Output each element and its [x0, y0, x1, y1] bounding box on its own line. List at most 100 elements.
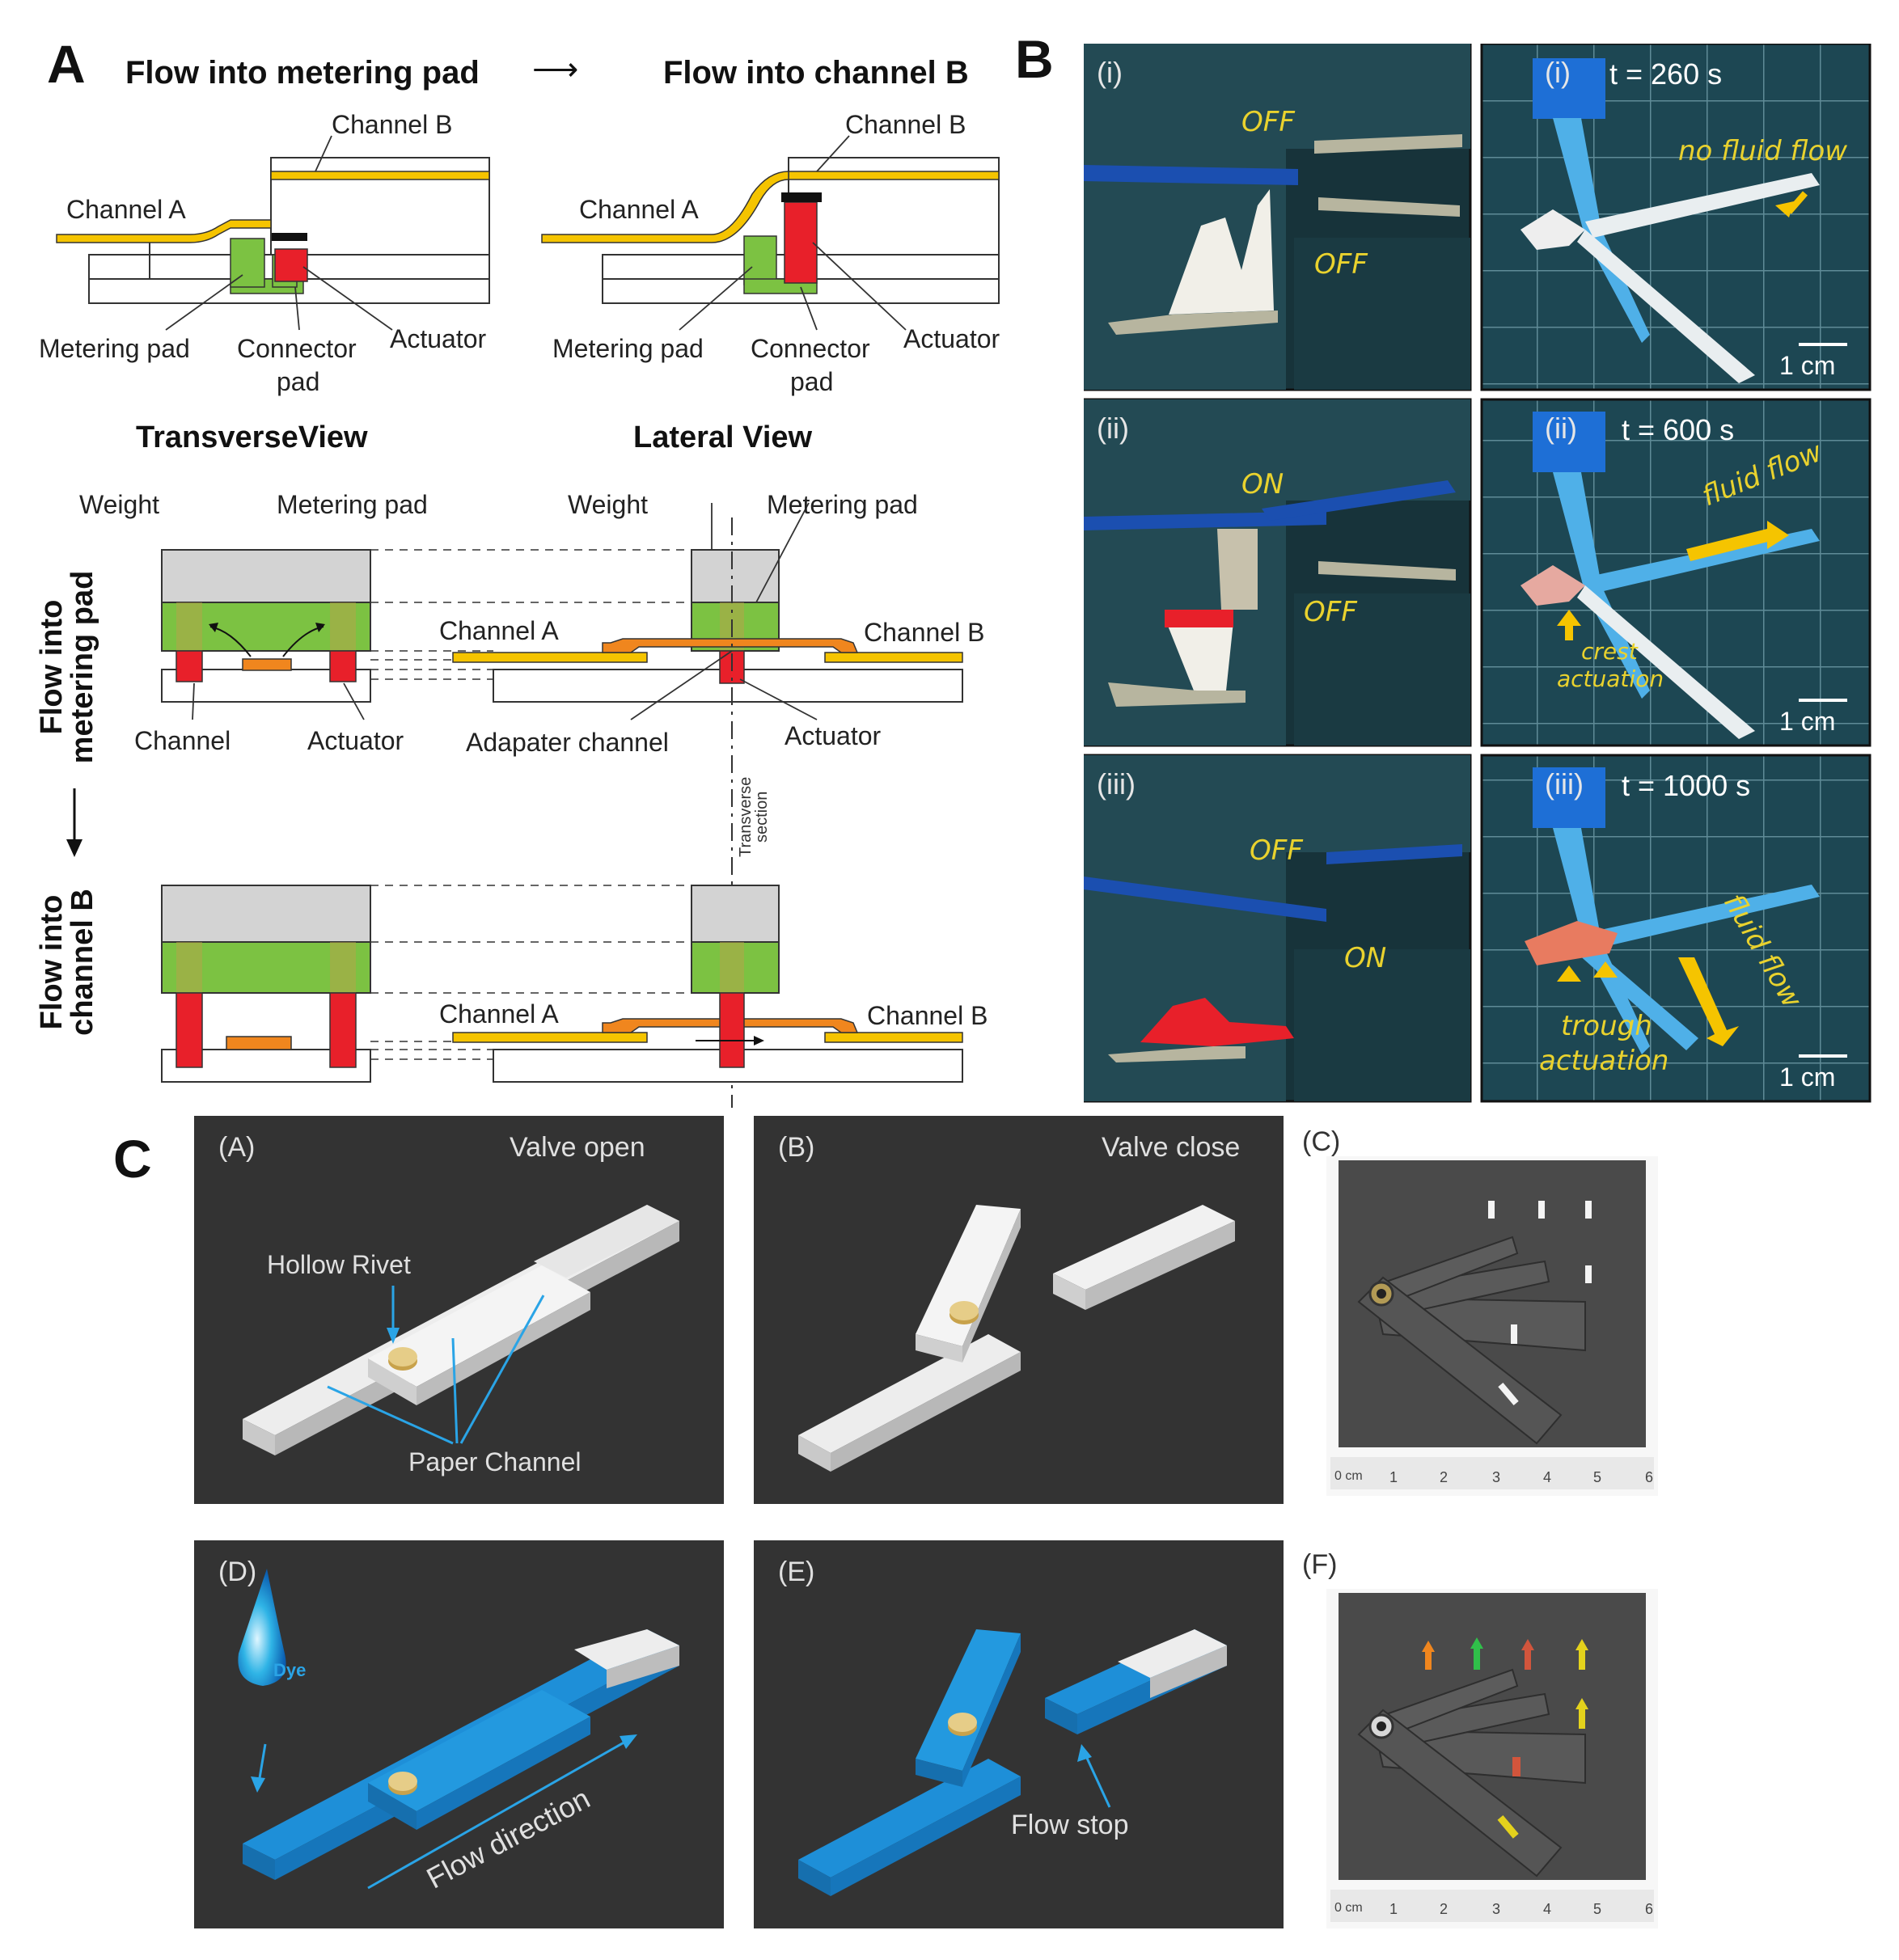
c-d-dye-label: Dye — [273, 1660, 307, 1680]
b-r3-roman-left: (iii) — [1097, 767, 1136, 800]
label-channel-b-2: Channel B — [845, 110, 966, 139]
lateral-view-2 — [452, 885, 963, 1083]
render-row-2 — [1084, 398, 1472, 747]
panel-a-schematic — [56, 135, 1000, 1108]
label-transverse-section: Transverse section — [737, 776, 771, 857]
label-actuator-2: Actuator — [903, 324, 1000, 353]
ruler-c-tick-6: 6 — [1645, 1469, 1654, 1485]
view-title-transverse: TransverseView — [136, 420, 368, 454]
b-r2-scale: 1 cm — [1779, 707, 1836, 736]
label-metering-pad-3: Metering pad — [277, 490, 428, 519]
lateral-view-1 — [452, 549, 963, 703]
c-a-rivet-label: Hollow Rivet — [267, 1250, 411, 1279]
c-a-letter: (A) — [218, 1132, 256, 1163]
b-r3-roman-right: (iii) — [1545, 767, 1584, 800]
b-r1-anno: no fluid flow — [1678, 135, 1848, 167]
ruler-f-unit: 0 cm — [1334, 1901, 1363, 1915]
label-actuator-3: Actuator — [307, 726, 404, 755]
label-weight-1: Weight — [79, 490, 160, 519]
b-r1-scale: 1 cm — [1779, 351, 1836, 380]
ruler-f-tick-5: 5 — [1593, 1901, 1602, 1917]
ruler-c-tick-2: 2 — [1440, 1469, 1449, 1485]
label-connector-1: Connector — [237, 334, 357, 363]
ruler-c-unit: 0 cm — [1334, 1469, 1363, 1483]
label-actuator-1: Actuator — [390, 324, 487, 353]
panel-c-b: (B) Valve close — [754, 1116, 1284, 1504]
ruler-f-tick-4: 4 — [1543, 1901, 1552, 1917]
b-r3-scale: 1 cm — [1779, 1062, 1836, 1092]
title-flow-into-metering-pad: Flow into metering pad — [125, 55, 480, 91]
b-r2-state1: ON — [1241, 468, 1284, 501]
c-d-letter: (D) — [218, 1557, 257, 1587]
ruler-c-tick-4: 4 — [1543, 1469, 1552, 1485]
photo-row-2 — [1480, 398, 1872, 747]
label-channel-b-1: Channel B — [332, 110, 453, 139]
c-b-letter: (B) — [778, 1132, 815, 1163]
c-a-title: Valve open — [510, 1132, 645, 1163]
panel-letter-b: B — [1015, 29, 1054, 89]
side-label-flow-into-metering-pad: Flow into metering pad — [35, 570, 99, 764]
flow-direction-illustration — [238, 1569, 679, 1890]
b-r3-time: t = 1000 s — [1622, 769, 1751, 802]
device-right — [541, 157, 1000, 304]
label-channel-a-3: Channel A — [439, 616, 559, 645]
ruler-f-tick-2: 2 — [1440, 1901, 1449, 1917]
label-weight-2: Weight — [568, 490, 649, 519]
ruler-c-tick-5: 5 — [1593, 1469, 1602, 1485]
b-r3-anno2-2: actuation — [1539, 1045, 1669, 1077]
panel-c-a: (A) Valve open Hollow Rivet Paper Channe… — [194, 1116, 724, 1504]
label-channel-a-1: Channel A — [66, 195, 186, 224]
label-channel-a-4: Channel A — [439, 999, 559, 1029]
b-r3-anno2-1: trough — [1561, 1010, 1652, 1042]
b-r2-state2: OFF — [1304, 596, 1357, 628]
render-row-1 — [1084, 44, 1472, 391]
ruler-c-tick-1: 1 — [1389, 1469, 1398, 1485]
b-r1-state1: OFF — [1241, 106, 1295, 138]
view-title-lateral: Lateral View — [633, 420, 813, 454]
device-photo-1 — [1326, 1156, 1658, 1496]
c-c-letter: (C) — [1302, 1126, 1341, 1157]
transverse-view-1 — [161, 549, 371, 703]
device-left — [56, 157, 490, 304]
label-channel-b-4: Channel B — [867, 1001, 988, 1030]
c-b-title: Valve close — [1102, 1132, 1241, 1163]
b-r1-state2: OFF — [1314, 248, 1368, 281]
label-metering-pad-4: Metering pad — [767, 490, 918, 519]
photo-row-3 — [1480, 754, 1872, 1103]
b-r2-roman-left: (ii) — [1097, 412, 1129, 445]
label-channel-b-3: Channel B — [864, 618, 985, 647]
b-r2-roman-right: (ii) — [1545, 412, 1577, 445]
ruler-f-tick-1: 1 — [1389, 1901, 1398, 1917]
b-r1-time: t = 260 s — [1609, 57, 1723, 91]
ruler-f-tick-6: 6 — [1645, 1901, 1654, 1917]
label-metering-pad-2: Metering pad — [552, 334, 704, 363]
render-row-3 — [1084, 754, 1472, 1103]
label-connector-2: Connector — [751, 334, 870, 363]
label-channel-a-2: Channel A — [579, 195, 699, 224]
ruler-f-tick-3: 3 — [1492, 1901, 1501, 1917]
c-e-letter: (E) — [778, 1557, 815, 1587]
b-r1-roman-left: (i) — [1097, 56, 1123, 89]
valve-close-illustration — [798, 1205, 1235, 1472]
b-r3-state2: ON — [1344, 942, 1387, 974]
c-f-letter: (F) — [1302, 1549, 1338, 1580]
b-r2-time: t = 600 s — [1622, 413, 1735, 446]
label-actuator-4: Actuator — [785, 721, 882, 750]
valve-open-illustration — [243, 1205, 679, 1455]
b-r3-state1: OFF — [1250, 834, 1303, 867]
transverse-view-2 — [161, 885, 371, 1083]
flow-stop-illustration — [798, 1629, 1227, 1896]
label-metering-pad-1: Metering pad — [39, 334, 190, 363]
side-label-flow-into-channel-b: Flow into channel B — [35, 889, 99, 1036]
device-photo-2 — [1326, 1589, 1658, 1928]
label-pad-2: pad — [790, 367, 834, 396]
photo-row-1 — [1480, 44, 1872, 391]
c-e-stop-label: Flow stop — [1011, 1810, 1129, 1840]
panel-b-images — [1084, 44, 1872, 1103]
b-r2-anno2-1: crest — [1581, 638, 1638, 665]
b-r2-anno2-2: actuation — [1557, 665, 1664, 692]
title-flow-into-channel-b: Flow into channel B — [663, 55, 969, 91]
panel-c-d: (D) Dye Flow direction — [194, 1540, 724, 1928]
panel-letter-c: C — [113, 1129, 152, 1189]
c-a-paper-label: Paper Channel — [408, 1447, 582, 1476]
